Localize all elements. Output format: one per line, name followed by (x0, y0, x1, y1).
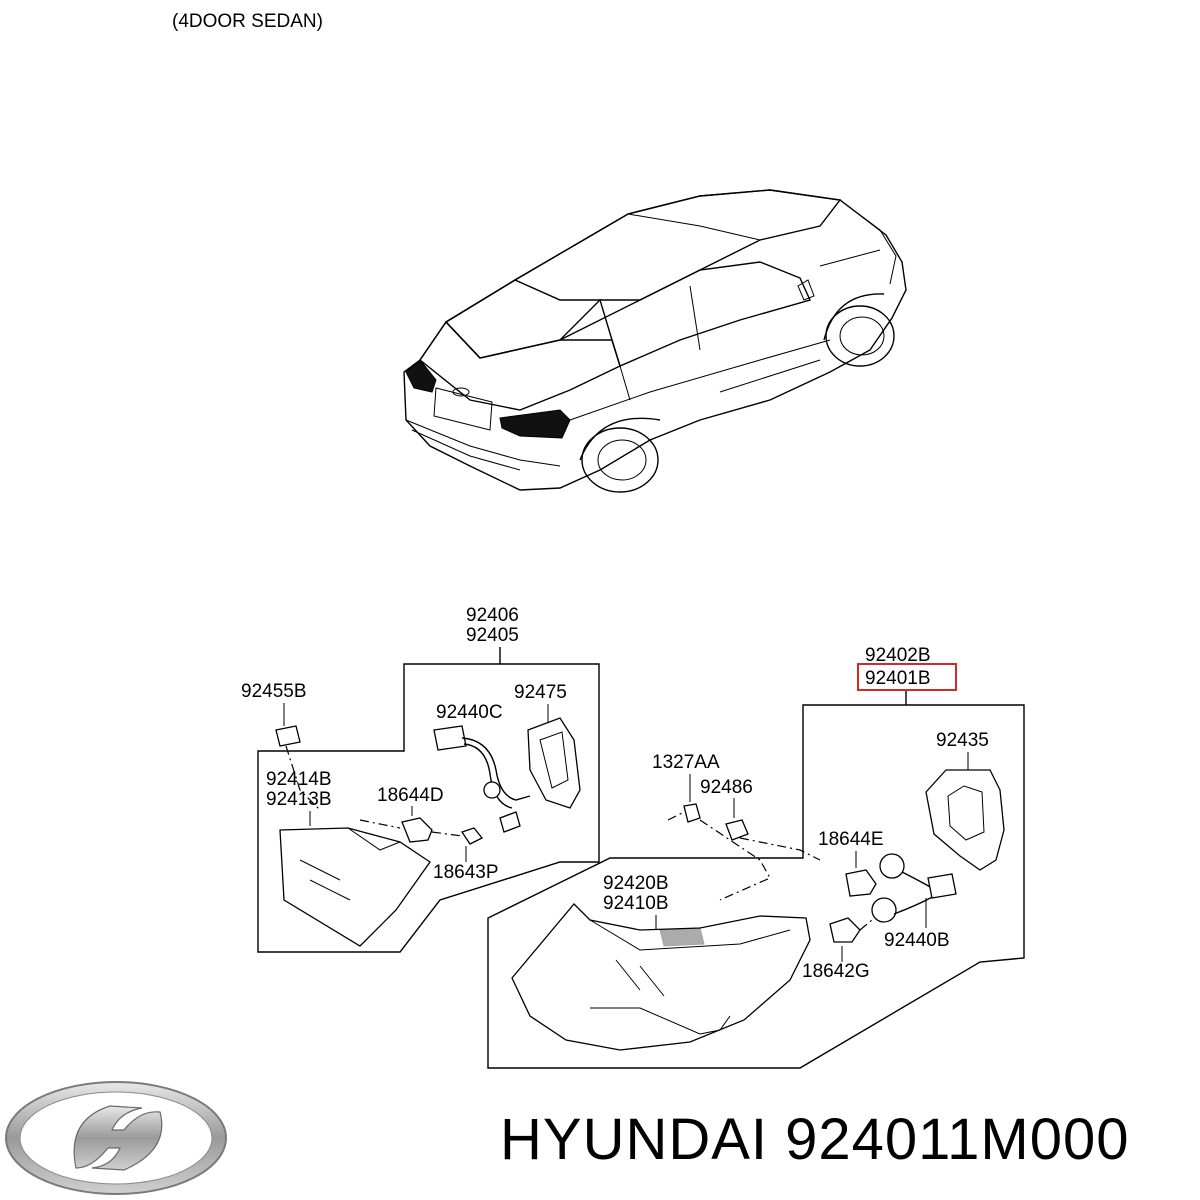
label-18643P: 18643P (433, 862, 499, 883)
lens-92401B (511, 903, 811, 1051)
bulb-18643P (460, 827, 484, 845)
brand-name: HYUNDAI (500, 1107, 769, 1172)
connector-92440B (927, 873, 957, 899)
label-18642G: 18642G (802, 961, 870, 982)
connector-92440C (433, 725, 467, 751)
left-tail-lamp (405, 359, 437, 393)
label-92420B: 92420B (603, 873, 669, 894)
label-92406: 92406 (466, 605, 519, 626)
label-92402B: 92402B (865, 645, 931, 666)
diagram-title: (4DOOR SEDAN) (172, 11, 323, 32)
bulb-18644D (401, 817, 433, 843)
highlight-92401B (857, 663, 957, 691)
lens-92413B (279, 827, 431, 947)
bulb-18644E (845, 869, 877, 897)
nut-1327AA (683, 803, 701, 823)
inner-lamp-group: 92406 92405 92455B 92440C 92475 92414B 9… (241, 605, 600, 953)
label-92475: 92475 (514, 682, 567, 703)
label-92440C: 92440C (436, 702, 503, 723)
bulb-18642G (829, 917, 861, 943)
hyundai-logo (5, 1081, 227, 1195)
label-92401B: 92401B (865, 668, 931, 689)
brand-part-number: HYUNDAI 924011M000 (500, 1106, 1129, 1173)
screw-92486 (725, 819, 749, 841)
outer-lamp-group: 92402B 92401B 92435 1327AA 92486 18644E (487, 645, 1025, 1069)
part-number: 924011M000 (785, 1107, 1130, 1172)
label-18644D: 18644D (377, 785, 444, 806)
label-92405: 92405 (466, 625, 519, 646)
label-18644E: 18644E (818, 829, 884, 850)
label-1327AA: 1327AA (652, 752, 720, 773)
socket-92440B-lower (871, 897, 897, 923)
label-92486: 92486 (700, 777, 753, 798)
label-92435: 92435 (936, 730, 989, 751)
label-92414B: 92414B (266, 769, 332, 790)
gasket-92475 (527, 717, 581, 809)
label-92455B: 92455B (241, 681, 307, 702)
sedan-illustration (403, 189, 907, 493)
socket-92455B (275, 725, 301, 747)
label-92410B: 92410B (603, 893, 669, 914)
right-tail-lamp (499, 409, 571, 439)
label-92440B: 92440B (884, 930, 950, 951)
gasket-92435 (925, 769, 1005, 871)
label-92413B: 92413B (266, 789, 332, 810)
socket-92440B-upper (879, 853, 905, 879)
